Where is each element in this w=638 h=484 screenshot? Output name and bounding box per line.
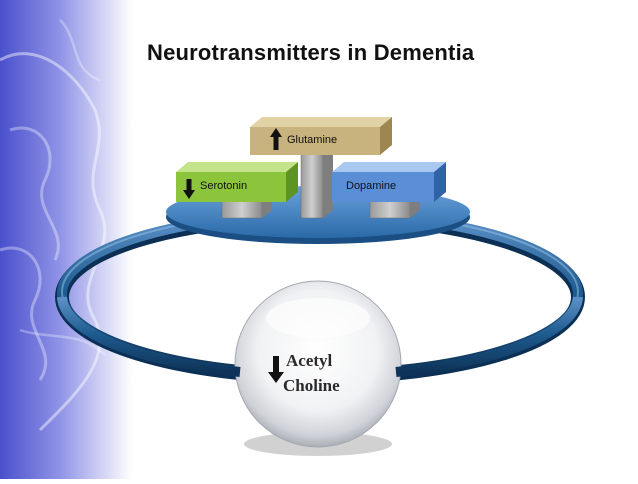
arrow-down-icon — [268, 356, 284, 383]
ring-front-arc — [57, 296, 583, 377]
acetylcholine-label-line1: Acetyl — [286, 351, 333, 370]
acetylcholine-sphere — [234, 280, 402, 456]
serotonin-label: Serotonin — [200, 180, 248, 192]
glutamine-label: Glutamine — [287, 134, 338, 146]
brain-band-background — [0, 0, 132, 479]
serotonin-box — [176, 162, 298, 202]
dopamine-label: Dopamine — [346, 180, 397, 192]
acetylcholine-label-line2: Choline — [283, 376, 340, 395]
dopamine-box — [332, 162, 446, 202]
arrow-up-icon — [270, 128, 282, 150]
slide-title: Neurotransmitters in Dementia — [147, 40, 475, 65]
glutamine-box — [250, 117, 392, 155]
arrow-down-icon — [183, 179, 195, 199]
